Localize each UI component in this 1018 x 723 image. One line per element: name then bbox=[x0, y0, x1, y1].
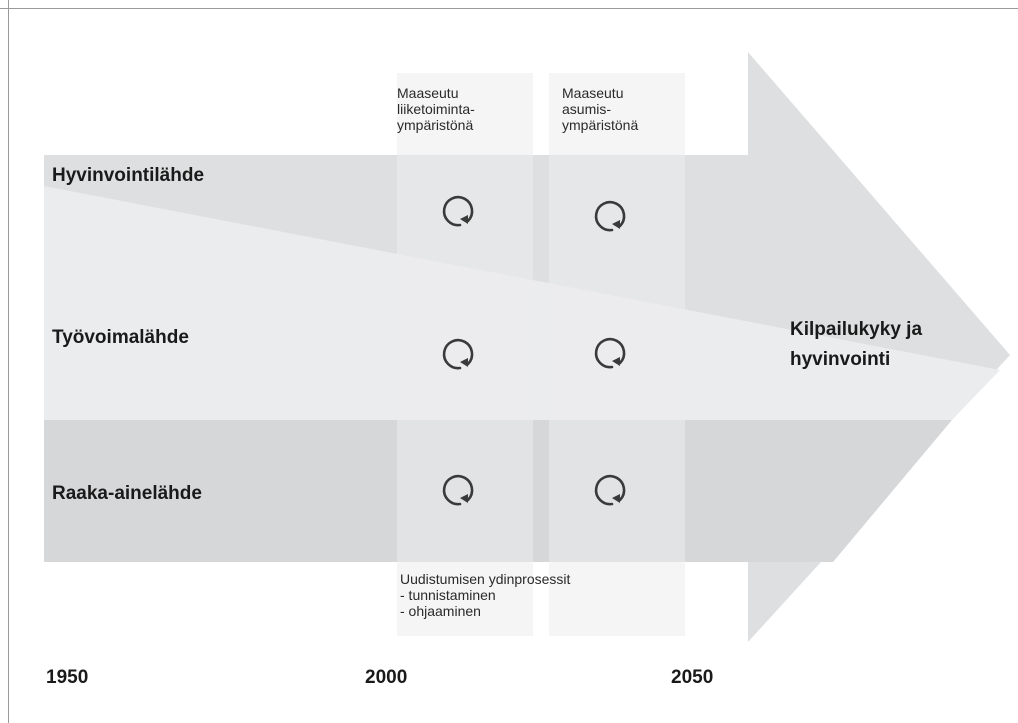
year-label-1950: 1950 bbox=[46, 667, 88, 688]
lane-label-workforce: Työvoimalähde bbox=[52, 327, 189, 348]
cycle-arrow-icon bbox=[442, 195, 474, 227]
lane-label-wellbeing: Hyvinvointilähde bbox=[52, 165, 204, 186]
core-processes-label: Uudistumisen ydinprosessit - tunnistamin… bbox=[400, 571, 574, 619]
lane-label-raw-material: Raaka-ainelähde bbox=[52, 483, 202, 504]
year-label-2000: 2000 bbox=[365, 667, 407, 688]
column-business bbox=[397, 73, 533, 636]
cycle-arrow-icon bbox=[442, 338, 474, 370]
column-header-housing: Maaseutu asumis- ympäristönä bbox=[562, 85, 638, 133]
cycle-arrow-icon bbox=[442, 474, 474, 506]
target-label: Kilpailukyky ja hyvinvointi bbox=[790, 319, 927, 370]
cycle-arrow-icon bbox=[594, 200, 626, 232]
year-label-2050: 2050 bbox=[671, 667, 713, 688]
cycle-arrow-icon bbox=[594, 337, 626, 369]
cycle-arrow-icon bbox=[594, 474, 626, 506]
column-housing bbox=[549, 73, 685, 636]
cycle-icons bbox=[442, 195, 626, 506]
column-header-business: Maaseutu liiketoiminta- ympäristönä bbox=[397, 85, 479, 133]
